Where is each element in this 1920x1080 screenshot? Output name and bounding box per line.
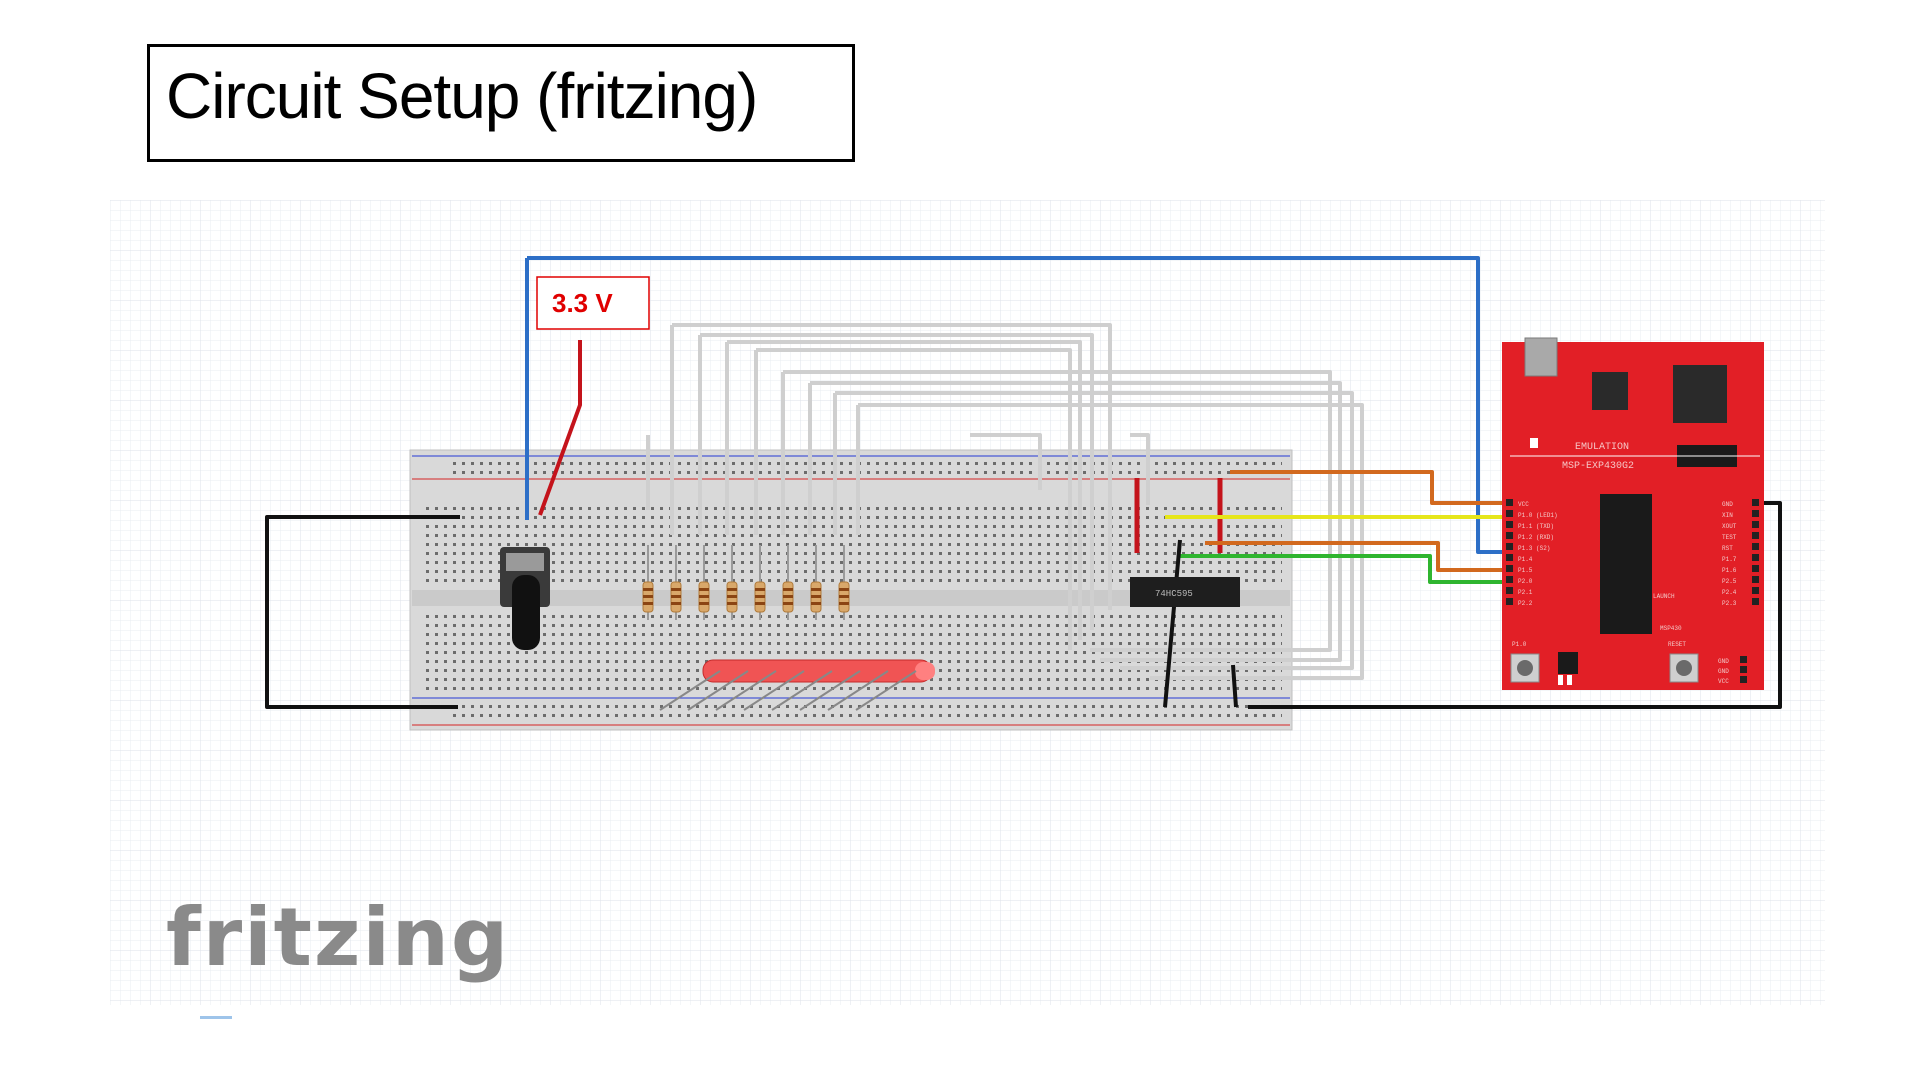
board-pin-label-right: P1.6 bbox=[1722, 567, 1737, 574]
gray-wire bbox=[835, 391, 1354, 670]
orange-wire bbox=[1230, 470, 1510, 505]
board-pin-right bbox=[1752, 510, 1759, 517]
board-name-line1: EMULATION bbox=[1575, 442, 1629, 453]
shift-register-chip: 74HC595 bbox=[1130, 577, 1240, 607]
board-pin-label-right: P1.7 bbox=[1722, 556, 1737, 563]
board-pin-label-left: P2.0 bbox=[1518, 578, 1533, 585]
led-bar bbox=[702, 659, 935, 683]
fritzing-logo: fritzing bbox=[166, 891, 510, 984]
resistor bbox=[642, 545, 654, 620]
gray-wire bbox=[672, 323, 1112, 610]
board-pin-right bbox=[1752, 576, 1759, 583]
gray-wire bbox=[970, 433, 1042, 490]
board-pin-left bbox=[1506, 565, 1513, 572]
board-pin-left bbox=[1506, 587, 1513, 594]
board-pin-left bbox=[1506, 532, 1513, 539]
board-pin-right bbox=[1752, 565, 1759, 572]
board-pin-label-left: P1.4 bbox=[1518, 556, 1533, 563]
board-pin-right bbox=[1752, 587, 1759, 594]
gray-wire bbox=[756, 348, 1072, 650]
board-center-label: P1.0 bbox=[1512, 641, 1527, 648]
board-pin-right bbox=[1752, 499, 1759, 506]
gray-wire bbox=[727, 340, 1082, 640]
resistor bbox=[754, 545, 766, 620]
board-pin-right bbox=[1752, 521, 1759, 528]
gray-wire bbox=[810, 381, 1342, 662]
board-pin-left bbox=[1506, 521, 1513, 528]
board-pin-label-right: XIN bbox=[1722, 512, 1733, 519]
red-wire bbox=[538, 340, 582, 516]
resistor bbox=[726, 545, 738, 620]
board-pin-label-right: P2.4 bbox=[1722, 589, 1737, 596]
board-name-line2: MSP-EXP430G2 bbox=[1562, 461, 1634, 472]
launchpad-board: EMULATION MSP-EXP430G2 VCC P1.0 (LED1) P1.… bbox=[1502, 337, 1764, 690]
board-pin-left bbox=[1506, 510, 1513, 517]
board-pin-label-left: P2.2 bbox=[1518, 600, 1533, 607]
led-lead bbox=[687, 670, 749, 711]
black-wire bbox=[1163, 539, 1182, 708]
resistor bbox=[782, 545, 794, 620]
black-wire bbox=[1248, 501, 1782, 709]
resistor bbox=[670, 545, 682, 620]
board-pin-label-right: XOUT bbox=[1722, 523, 1737, 530]
resistor bbox=[838, 545, 850, 620]
board-pin-label-bottom-right: VCC bbox=[1718, 678, 1729, 685]
board-pin-bottom-right bbox=[1740, 676, 1747, 683]
board-pin-label-right: TEST bbox=[1722, 534, 1737, 541]
slide-title: Circuit Setup (fritzing) bbox=[166, 60, 758, 132]
board-pin-left bbox=[1506, 598, 1513, 605]
resistor bbox=[698, 545, 710, 620]
led-lead bbox=[827, 670, 889, 711]
blue-wire bbox=[527, 256, 1510, 554]
title-box: Circuit Setup (fritzing) bbox=[147, 44, 855, 162]
potentiometer bbox=[500, 547, 550, 650]
board-pin-label-left: P1.5 bbox=[1518, 567, 1533, 574]
shift-register-label: 74HC595 bbox=[1155, 589, 1193, 599]
scroll-marker bbox=[200, 1016, 232, 1019]
board-pin-right bbox=[1752, 543, 1759, 550]
led-lead bbox=[855, 670, 917, 711]
board-pin-right bbox=[1752, 598, 1759, 605]
board-pin-bottom-right bbox=[1740, 656, 1747, 663]
led-lead bbox=[771, 670, 833, 711]
green-wire bbox=[1180, 554, 1510, 584]
board-center-label: MSP430 bbox=[1660, 625, 1682, 632]
led-lead bbox=[715, 670, 777, 711]
led-lead bbox=[743, 670, 805, 711]
led-lead bbox=[799, 670, 861, 711]
board-pin-left bbox=[1506, 543, 1513, 550]
gray-wire bbox=[700, 333, 1094, 630]
board-pin-label-right: GND bbox=[1722, 501, 1733, 508]
board-pin-label-right: P2.5 bbox=[1722, 578, 1737, 585]
board-pin-right bbox=[1752, 532, 1759, 539]
voltage-label-box: 3.3 V bbox=[536, 276, 650, 330]
board-pin-label-left: P1.0 (LED1) bbox=[1518, 512, 1558, 519]
board-pin-label-left: VCC bbox=[1518, 501, 1529, 508]
gray-wire bbox=[783, 370, 1332, 652]
board-center-label: RESET bbox=[1668, 641, 1686, 648]
board-pin-label-left: P1.2 (RXD) bbox=[1518, 534, 1554, 541]
orange-wire bbox=[1205, 541, 1510, 572]
board-pin-label-bottom-right: GND bbox=[1718, 658, 1729, 665]
board-pin-label-right: P2.3 bbox=[1722, 600, 1737, 607]
voltage-label: 3.3 V bbox=[552, 288, 613, 318]
board-pin-label-left: P1.1 (TXD) bbox=[1518, 523, 1554, 530]
gray-wire bbox=[1130, 433, 1150, 505]
resistor bbox=[810, 545, 822, 620]
board-pin-left bbox=[1506, 576, 1513, 583]
black-wire bbox=[265, 515, 460, 709]
board-pin-bottom-right bbox=[1740, 666, 1747, 673]
board-center-label: LAUNCH bbox=[1653, 593, 1675, 600]
board-pin-label-left: P1.3 (S2) bbox=[1518, 545, 1550, 552]
board-pin-right bbox=[1752, 554, 1759, 561]
board-pin-left bbox=[1506, 499, 1513, 506]
board-pin-label-bottom-right: GND bbox=[1718, 668, 1729, 675]
board-pin-label-left: P2.1 bbox=[1518, 589, 1533, 596]
led-lead bbox=[659, 670, 721, 711]
board-pin-label-right: RST bbox=[1722, 545, 1733, 552]
black-wire bbox=[1231, 664, 1238, 708]
board-pin-left bbox=[1506, 554, 1513, 561]
